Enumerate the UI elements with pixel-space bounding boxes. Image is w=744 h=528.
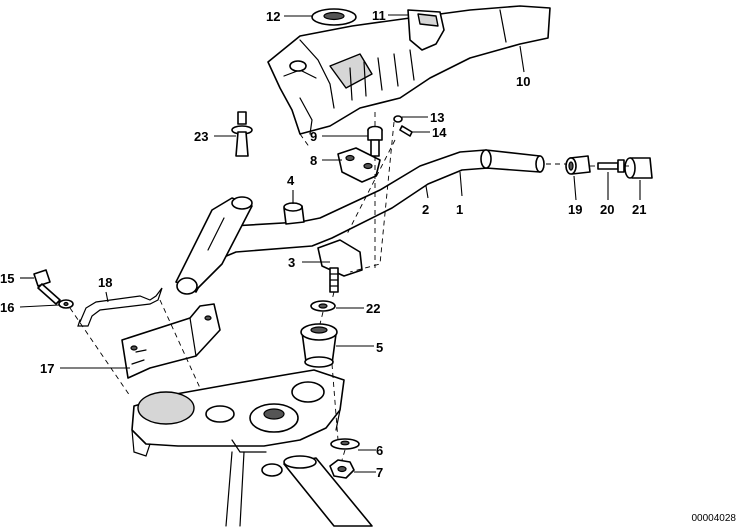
bolt-part-9 bbox=[367, 125, 383, 157]
nut-part-7 bbox=[329, 459, 355, 479]
callout-8: 8 bbox=[310, 153, 318, 168]
callout-3: 3 bbox=[288, 255, 296, 270]
callout-4: 4 bbox=[287, 173, 295, 188]
callout-9: 9 bbox=[310, 129, 318, 144]
callout-13: 13 bbox=[430, 110, 445, 125]
fork-tubes bbox=[225, 451, 373, 527]
assembly-lines bbox=[69, 112, 630, 461]
callout-2: 2 bbox=[422, 202, 430, 217]
callout-19: 19 bbox=[568, 202, 583, 217]
rivet-part-23 bbox=[231, 111, 253, 157]
callout-23: 23 bbox=[194, 129, 209, 144]
spacer-part-5 bbox=[300, 323, 338, 368]
callout-11: 11 bbox=[372, 8, 386, 23]
callout-22: 22 bbox=[366, 301, 381, 316]
callout-10: 10 bbox=[516, 74, 531, 89]
callout-7: 7 bbox=[376, 465, 384, 480]
washer-part-22 bbox=[310, 300, 336, 312]
callout-20: 20 bbox=[600, 202, 615, 217]
callout-5: 5 bbox=[376, 340, 384, 355]
bar-end-weight-part-21 bbox=[624, 157, 653, 179]
clamp-cap-part-8 bbox=[337, 147, 381, 183]
callout-18: 18 bbox=[98, 275, 113, 290]
bracket-part-17 bbox=[121, 303, 221, 379]
grommet-part-12 bbox=[311, 8, 357, 26]
bar-end-sleeve-part-19 bbox=[565, 155, 591, 175]
callout-6: 6 bbox=[376, 443, 384, 458]
callout-1: 1 bbox=[456, 202, 464, 217]
callout-17: 17 bbox=[40, 361, 55, 376]
callout-16: 16 bbox=[0, 300, 15, 315]
fork-bridge bbox=[131, 369, 345, 457]
drawing-number: 00004028 bbox=[691, 513, 737, 524]
callout-21: 21 bbox=[632, 202, 647, 217]
screw-part-15 bbox=[33, 269, 61, 305]
lower-clamp-part-3 bbox=[317, 239, 363, 293]
washer-part-16 bbox=[58, 299, 74, 309]
handlebar-cover-part-10 bbox=[267, 5, 551, 135]
leader-lines bbox=[19, 14, 641, 473]
callout-12: 12 bbox=[266, 9, 281, 24]
bushing-part-4 bbox=[283, 202, 305, 225]
callout-14: 14 bbox=[432, 125, 447, 140]
callout-15: 15 bbox=[0, 271, 15, 286]
screw-part-14 bbox=[399, 125, 413, 137]
washer-part-6 bbox=[330, 438, 360, 450]
wire-clip-part-18 bbox=[77, 287, 163, 327]
bar-end-screw-part-20 bbox=[597, 159, 625, 173]
washer-part-13 bbox=[393, 115, 403, 123]
clip-part-11 bbox=[407, 9, 445, 51]
